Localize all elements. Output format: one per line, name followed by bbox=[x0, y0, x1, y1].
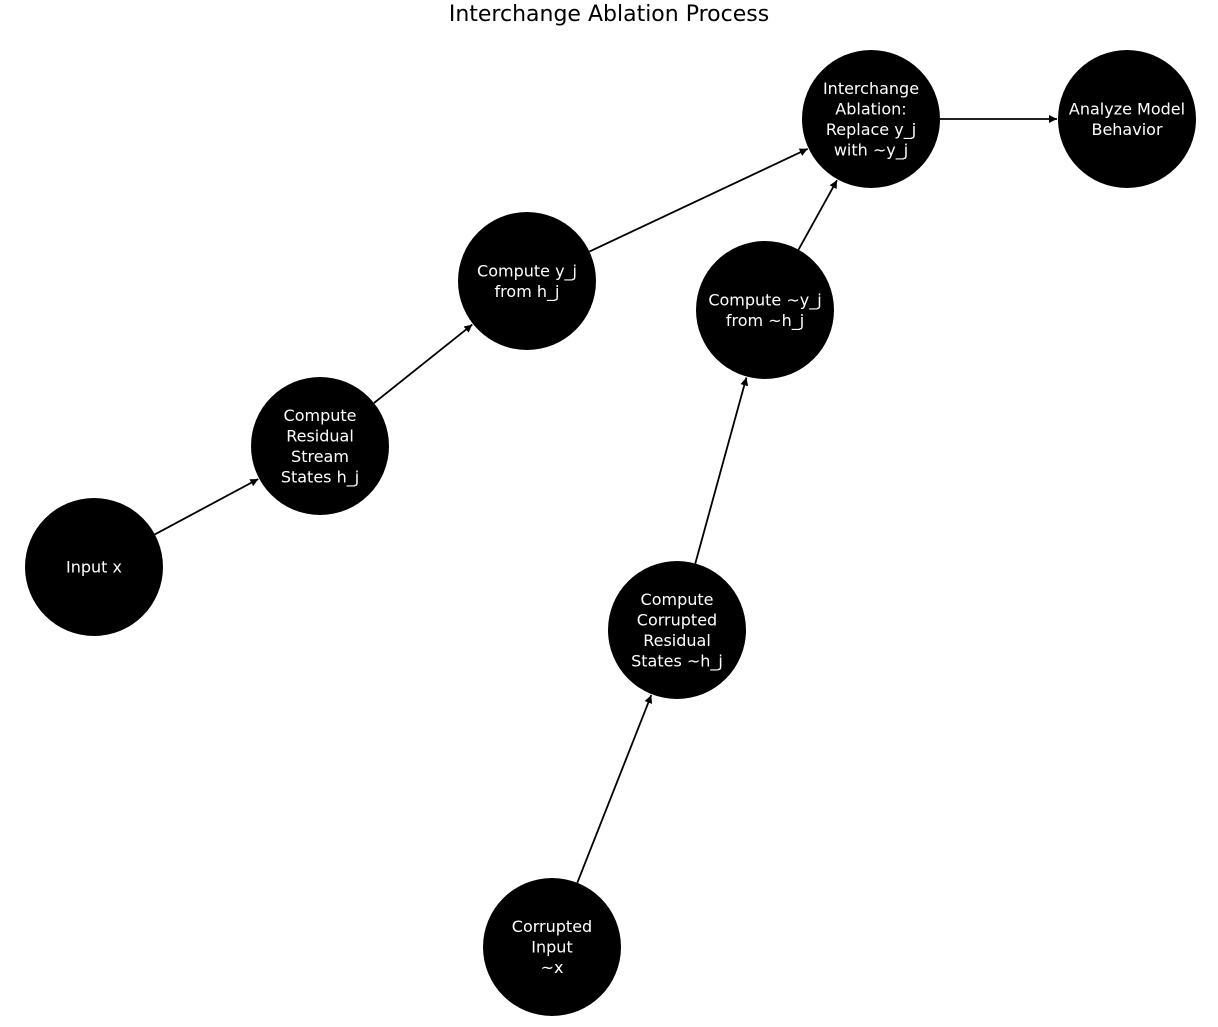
node-label-line: Compute ~y_j bbox=[708, 290, 821, 310]
node-label-line: Compute bbox=[641, 590, 714, 609]
node-circle bbox=[608, 561, 746, 699]
node-label-line: Input x bbox=[66, 558, 122, 577]
node-label-line: States h_j bbox=[281, 467, 359, 487]
node-circle bbox=[696, 241, 834, 379]
node-label-line: Interchange bbox=[823, 79, 919, 98]
node-circle bbox=[1058, 50, 1196, 188]
node-input-x: Input x bbox=[25, 498, 163, 636]
node-label-line: with ~y_j bbox=[834, 140, 908, 160]
edges-layer bbox=[154, 115, 1057, 884]
node-label-line: Compute y_j bbox=[477, 261, 577, 281]
node-label-line: Residual bbox=[286, 426, 354, 445]
edge-arrow-compute-corrupted-yj-to-interchange-ablation bbox=[797, 179, 838, 251]
node-label-line: Ablation: bbox=[835, 99, 906, 118]
edge-arrow-input-x-to-compute-residual bbox=[154, 478, 259, 536]
node-label-line: from ~h_j bbox=[726, 311, 804, 331]
node-label-line: States ~h_j bbox=[631, 651, 723, 671]
edge-arrow-compute-corrupted-residual-to-compute-corrupted-yj bbox=[694, 377, 749, 564]
node-circle bbox=[251, 377, 389, 515]
node-label: Input x bbox=[66, 558, 122, 577]
node-circle bbox=[458, 212, 596, 350]
node-label-line: Corrupted bbox=[637, 610, 717, 629]
node-label-line: ~x bbox=[541, 958, 564, 977]
node-circle bbox=[25, 498, 163, 636]
node-circle bbox=[483, 878, 621, 1016]
node-label-line: Compute bbox=[284, 406, 357, 425]
node-label-line: Replace y_j bbox=[826, 120, 916, 140]
node-label-line: Residual bbox=[643, 631, 711, 650]
edge-arrow-compute-yj-to-interchange-ablation bbox=[589, 147, 809, 253]
node-label-line: Corrupted bbox=[512, 917, 592, 936]
node-label-line: from h_j bbox=[495, 282, 560, 302]
diagram-title: Interchange Ablation Process bbox=[448, 2, 770, 27]
node-label-line: Input bbox=[531, 938, 572, 957]
node-circle bbox=[802, 50, 940, 188]
node-label-line: Stream bbox=[291, 447, 349, 466]
edge-arrow-corrupted-input-to-compute-corrupted-residual bbox=[576, 694, 653, 884]
node-label-line: Analyze Model bbox=[1069, 99, 1185, 118]
node-label-line: Behavior bbox=[1091, 120, 1162, 139]
edge-arrow-compute-residual-to-compute-yj bbox=[373, 323, 473, 404]
